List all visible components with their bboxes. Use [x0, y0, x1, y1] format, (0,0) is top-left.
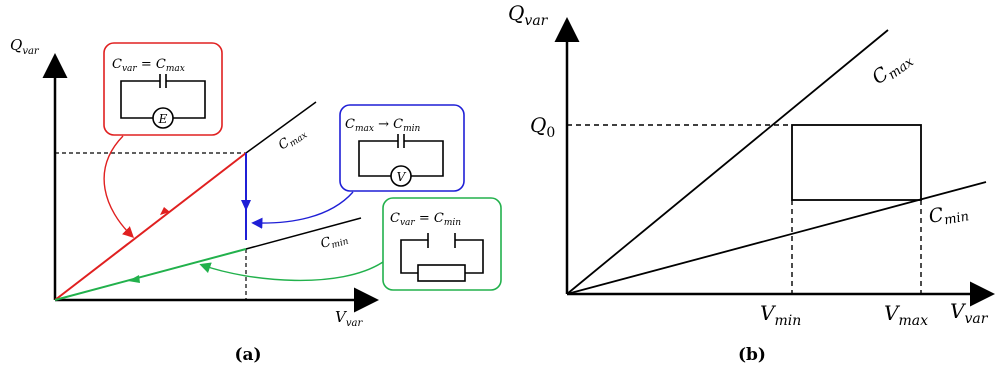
- b-cmin-line: [566, 181, 987, 295]
- a-cmin-line: [245, 217, 362, 250]
- a-green-box: [382, 197, 502, 291]
- a-red-source-label: E: [158, 112, 168, 126]
- b-vmax-label: Vmax: [884, 301, 928, 329]
- a-red-charge-line: [54, 152, 247, 301]
- b-cmin-label: Cmin: [927, 199, 970, 230]
- a-blue-arrow-head: [241, 200, 251, 211]
- b-x-axis-label: Vvar: [950, 299, 989, 327]
- a-cmax-line: [245, 101, 317, 154]
- b-q0-label: Q0: [530, 113, 555, 141]
- panel-a: Qvar Vvar Cmax Cmin Cvar = Cmax: [10, 36, 502, 365]
- b-y-axis-label: Qvar: [508, 1, 549, 29]
- a-green-discharge-line: [54, 248, 247, 301]
- a-x-axis-label: Vvar: [335, 308, 363, 329]
- a-red-box-label: Cvar = Cmax: [112, 57, 185, 74]
- a-y-axis-label: Qvar: [10, 36, 40, 57]
- panel-b: Qvar Vvar Cmax Cmin Q0 Vmin Vmax (: [508, 1, 995, 365]
- a-cmin-label: Cmin: [319, 230, 350, 254]
- a-red-box: [103, 42, 223, 136]
- b-vmin-label: Vmin: [760, 301, 801, 329]
- b-cmax-label: Cmax: [868, 46, 917, 91]
- a-cmax-label: Cmax: [276, 125, 309, 155]
- a-blue-curved-arrow: [251, 191, 354, 229]
- a-blue-box-label: Cmax → Cmin: [345, 117, 420, 134]
- a-green-circuit: [400, 233, 484, 282]
- b-cmax-line: [566, 29, 889, 295]
- a-red-circuit: [120, 74, 206, 129]
- a-blue-meter-label: V: [397, 170, 407, 184]
- a-green-arrow-head: [128, 275, 140, 283]
- a-blue-circuit: [358, 134, 444, 187]
- b-cycle-rectangle: [791, 124, 922, 201]
- a-red-arrow-head: [160, 207, 170, 215]
- a-blue-box: [339, 104, 465, 192]
- a-green-box-label: Cvar = Cmin: [390, 211, 461, 228]
- a-green-curved-arrow: [199, 261, 384, 282]
- a-red-curved-arrow: [103, 135, 135, 238]
- a-caption: (a): [234, 345, 261, 365]
- b-caption: (b): [738, 345, 766, 365]
